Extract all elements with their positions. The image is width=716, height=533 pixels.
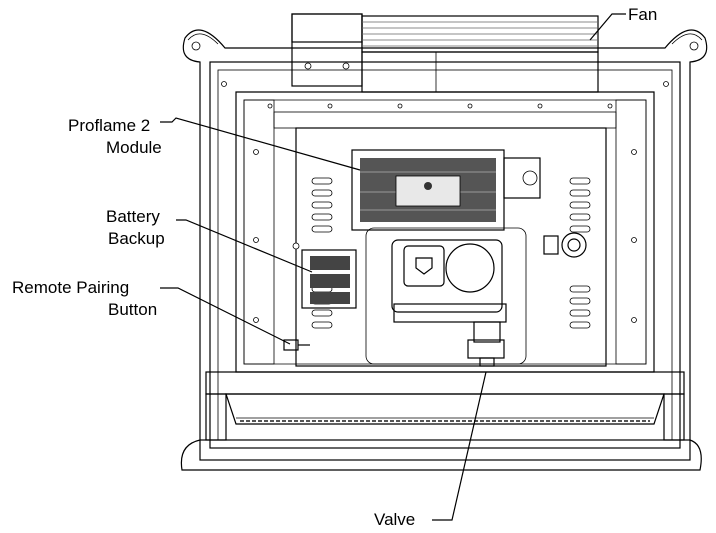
leader-remote [160, 287, 291, 345]
bottom-trim [199, 371, 691, 461]
label-proflame-line2: Module [106, 138, 162, 157]
proflame-module [351, 149, 541, 231]
fan-housing [291, 13, 599, 93]
label-battery-line1: Battery [106, 207, 160, 226]
gas-valve [391, 239, 507, 367]
label-valve: Valve [374, 510, 416, 529]
battery-backup [292, 242, 357, 309]
label-remote-line2: Button [108, 300, 158, 319]
left-vents [311, 177, 333, 329]
leader-proflame [160, 117, 361, 171]
leader-lines [160, 13, 626, 521]
label-remote-line1: Remote Pairing [12, 278, 130, 297]
leader-fan [589, 13, 626, 41]
label-battery-line2: Backup [108, 229, 165, 248]
firebox-frame [235, 91, 655, 373]
right-vents [569, 177, 591, 329]
mounting-screws [221, 81, 669, 323]
gas-fitting-right [543, 232, 587, 258]
remote-pairing-button [283, 339, 310, 351]
leader-battery [176, 219, 313, 273]
label-fan: Fan [628, 5, 658, 24]
label-proflame-line1: Proflame 2 [68, 116, 151, 135]
leader-valve [432, 371, 487, 521]
